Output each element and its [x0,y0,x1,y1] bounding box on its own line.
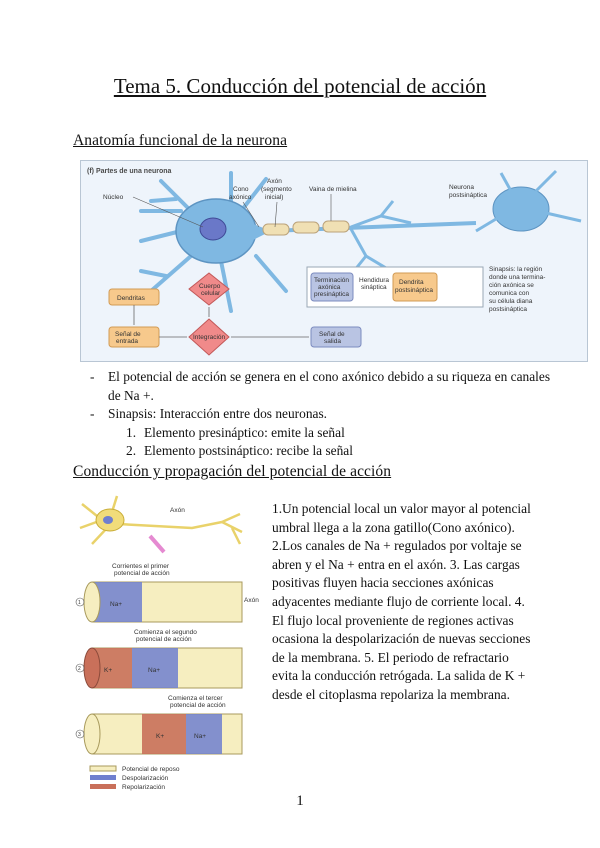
svg-text:2: 2 [78,666,81,672]
svg-text:Repolarización: Repolarización [122,784,165,791]
input-signal-label-2: entrada [116,338,138,345]
page-title: Tema 5. Conducción del potencial de acci… [113,74,487,98]
postsynaptic-label-2: postsináptica [449,192,487,199]
input-signal-label-1: Señal de [115,331,141,338]
cell-body-label-2: celular [201,290,221,297]
integration-diamond [188,318,230,356]
svg-text:1: 1 [78,600,81,606]
bullet-text: Sinapsis: Interacción entre dos neuronas… [108,406,328,422]
postsynaptic-dendrites [475,169,582,233]
nucleus [199,217,227,241]
cleft-label-2: sináptica [361,284,387,291]
svg-text:K+: K+ [156,733,164,740]
output-signal-box [310,326,362,348]
axon-sketch-label: Axón [170,507,185,514]
myelin-segment [322,220,350,233]
figure-title: (f) Partes de una neurona [87,168,172,175]
svg-text:Comienza el segundo: Comienza el segundo [134,629,197,636]
svg-text:Comienza el tercer: Comienza el tercer [168,695,223,702]
svg-text:K+: K+ [104,667,112,674]
synapse-desc-5: su célula diana [489,298,533,305]
axon-label-1: Axón [267,178,282,185]
presynaptic-terminal-box [310,272,354,302]
postsynaptic-neuron [492,186,550,232]
synapse-desc-6: postsináptica [489,306,527,313]
myelin-label: Vaina de mielina [309,186,357,193]
section-heading-anatomy: Anatomía funcional de la neurona [73,132,288,149]
svg-text:potencial de acción: potencial de acción [136,636,192,643]
terminal-label-2: axónica [318,284,341,291]
synapse-desc-3: ción axónica se [489,282,534,289]
flow-arrows [133,305,309,338]
cell-body-diamond [188,272,230,306]
svg-text:potencial de acción: potencial de acción [114,570,170,577]
neuron-parts-figure: (f) Partes de una neurona Núcleo [80,160,588,362]
synapse-desc-4: comunica con [489,290,529,297]
svg-text:Corrientes el primer: Corrientes el primer [112,563,170,570]
svg-text:Na+: Na+ [194,733,206,740]
post-dendrite-label-1: Dendrita [399,279,424,286]
conduction-steps: 1.Un potencial local un valor mayor al p… [272,501,531,702]
terminal-label-1: Terminación [314,277,349,284]
myelin-segment [292,221,320,234]
postsynaptic-label-1: Neurona [449,184,474,191]
neuron-diagram: (f) Partes de una neurona Núcleo [87,168,582,356]
svg-text:Axón: Axón [244,597,259,604]
synapse-desc-2: donde una termina- [489,274,545,281]
output-signal-label-2: salida [324,338,341,345]
subitem: 2. Elemento postsináptico: recibe la señ… [90,442,560,461]
post-dendrite-label-2: postsináptica [395,287,433,294]
synapse-desc-1: Sinapsis: la región [489,266,542,273]
axon-label-2: (segmento [261,186,292,193]
bullet-item: - El potencial de acción se genera en el… [90,369,551,403]
axon-cylinder-1: Na+ Axón 1 [75,581,259,623]
axon-cylinder-2: K+ Na+ 2 [75,647,243,689]
svg-text:potencial de acción: potencial de acción [170,702,226,709]
subitem-text: Elemento postsináptico: recibe la señal [144,443,353,459]
conduction-legend: Potencial de reposo Despolarización Repo… [89,765,180,791]
integration-label: Integración [193,334,226,341]
section-heading-conduction: Conducción y propagación del potencial d… [73,463,392,480]
svg-text:Potencial de reposo: Potencial de reposo [122,766,180,773]
neuron-bullet-list: - El potencial de acción se genera en el… [90,368,560,461]
svg-text:3: 3 [78,732,81,738]
cleft-label-1: Hendidura [359,277,389,284]
axon-hillock [251,223,271,241]
hillock-label-1: Cono [233,186,249,193]
cell-body-label-1: Cuerpo [199,283,221,290]
conduction-figure: Axón Corrientes el primer potencial de a… [72,492,262,794]
bullet-text: El potencial de acción se genera en el c… [108,369,551,403]
dendrites-box-label: Dendritas [117,295,146,302]
axon-label-3: inicial) [265,194,283,201]
nucleus-label: Núcleo [103,194,124,201]
terminal-label-3: presináptica [314,291,349,298]
neuron-sketch: Axón [79,495,243,554]
axon-cylinder-3: K+ Na+ 3 [75,713,243,755]
postsynaptic-dendrite-box [392,272,438,302]
output-signal-label-1: Señal de [319,331,345,338]
svg-text:Despolarización: Despolarización [122,775,169,782]
myelin-segment [262,223,290,236]
subitem: 1. Elemento presináptico: emite la señal [90,424,560,443]
svg-text:Na+: Na+ [110,601,122,608]
bullet-item: - Sinapsis: Interacción entre dos neuron… [90,406,328,422]
subitem-text: Elemento presináptico: emite la señal [144,424,345,440]
conduction-diagram: Axón Corrientes el primer potencial de a… [75,495,259,791]
svg-text:Na+: Na+ [148,667,160,674]
hillock-label-2: axónico [229,194,252,201]
page-number: 1 [296,793,304,809]
